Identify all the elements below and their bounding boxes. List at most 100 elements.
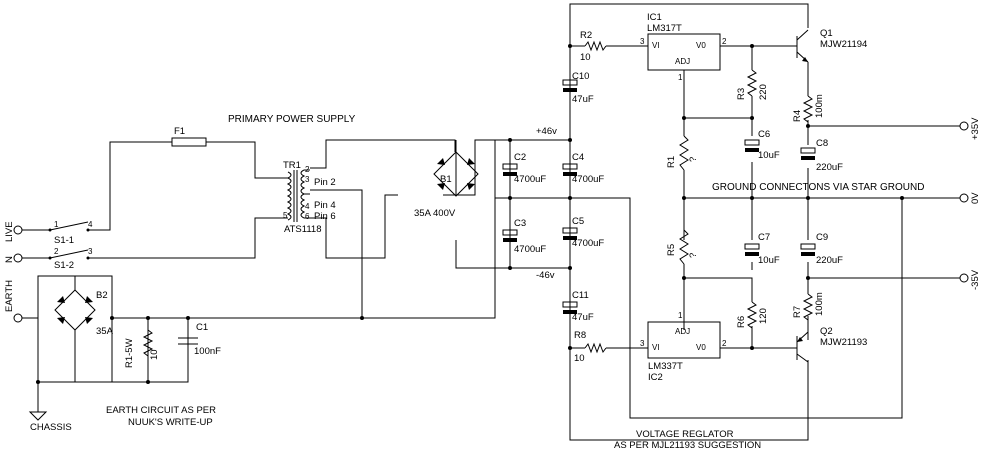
earth-label: EARTH <box>4 280 15 312</box>
b2-rating: 35A <box>96 326 114 337</box>
sw-n4: 4 <box>88 220 93 229</box>
transistor-q2 <box>790 331 809 440</box>
c2-value: 4700uF <box>514 174 546 185</box>
resistor-r8 <box>584 342 607 354</box>
resistor-r5 <box>679 229 689 265</box>
ic1-p1: 1 <box>678 73 683 82</box>
resistor-r6 <box>746 301 758 329</box>
c7-label: C7 <box>758 232 770 243</box>
c1-value: 100nF <box>194 346 221 357</box>
r3-value: 220 <box>758 84 769 100</box>
q2-label: Q2 <box>820 326 833 337</box>
sw-n3: 3 <box>88 247 93 256</box>
r5-value: ? <box>688 253 699 258</box>
capacitor-c4 <box>562 163 578 176</box>
resistor-r1-5w <box>142 329 154 357</box>
transistor-q1 <box>790 29 809 63</box>
c9-label: C9 <box>816 232 828 243</box>
bridge-b2 <box>54 276 96 382</box>
c4-label: C4 <box>572 152 584 163</box>
r8-label: R8 <box>574 330 586 341</box>
tr-pin2-label: Pin 2 <box>314 177 336 188</box>
r1-label: R1 <box>666 156 677 168</box>
earth-circuit-label-1: EARTH CIRCUIT AS PER <box>106 405 216 416</box>
ic2-adj: ADJ <box>675 327 690 336</box>
earth-circuit-label-2: NUUK'S WRITE-UP <box>128 417 213 428</box>
capacitor-c6 <box>744 139 760 152</box>
sw-n1: 1 <box>54 220 59 229</box>
voltage-reg-label-1: VOLTAGE REGLATOR <box>636 429 734 440</box>
r7-value: 100m <box>814 292 825 316</box>
tr-n6: 6 <box>305 212 310 221</box>
b1-rating: 35A 400V <box>414 208 456 219</box>
ic1-vo: V0 <box>696 41 706 50</box>
c6-label: C6 <box>758 129 770 140</box>
r4-label: R4 <box>792 110 803 122</box>
c3-value: 4700uF <box>514 244 546 255</box>
ic1-part: LM317T <box>647 23 682 34</box>
r5-label: R5 <box>666 244 677 256</box>
c8-label: C8 <box>816 138 828 149</box>
fuse-f1 <box>171 137 207 147</box>
text-labels: PRIMARY POWER SUPPLY LIVE N EARTH CHASSI… <box>4 12 981 451</box>
ground-connections-label: GROUND CONNECTONS VIA STAR GROUND <box>712 182 924 193</box>
c2-label: C2 <box>514 152 526 163</box>
voltage-reg-label-2: AS PER MJL21193 SUGGESTION <box>614 440 761 451</box>
r1-5w-value: 10 <box>149 349 160 360</box>
transformer-tr1 <box>286 169 310 222</box>
ic1-p3: 3 <box>640 37 645 46</box>
tr-n3: 3 <box>305 175 310 184</box>
regulator-ic2 <box>647 321 721 359</box>
c11-value: 47uF <box>572 312 594 323</box>
ic2-p1: 1 <box>678 311 683 320</box>
q2-part: MJW21193 <box>820 337 867 348</box>
b2-label: B2 <box>96 290 108 301</box>
capacitor-c2 <box>502 163 518 176</box>
resistor-r4 <box>802 95 814 123</box>
b1-label: B1 <box>440 174 452 185</box>
terminals <box>13 121 969 421</box>
ic1-p2: 2 <box>722 37 727 46</box>
c6-value: 10uF <box>758 150 780 161</box>
neutral-label: N <box>4 256 15 263</box>
sw-n2: 2 <box>54 247 59 256</box>
c1-label: C1 <box>196 322 208 333</box>
tr1-label: TR1 <box>283 160 301 171</box>
switch-s1 <box>48 228 90 260</box>
capacitor-c9 <box>800 243 816 256</box>
tr-pin4-label: Pin 4 <box>314 200 336 211</box>
ic1-label: IC1 <box>647 12 662 23</box>
c10-value: 47uF <box>572 94 594 105</box>
ic2-label: IC2 <box>648 372 663 383</box>
capacitor-c11 <box>562 301 578 314</box>
tr-n4: 4 <box>305 202 310 211</box>
r7-label: R7 <box>792 306 803 318</box>
minus46-label: -46v <box>536 270 555 281</box>
capacitor-c10 <box>562 79 578 92</box>
r6-label: R6 <box>736 316 747 328</box>
c7-value: 10uF <box>758 255 780 266</box>
plus35-label: +35V <box>970 117 981 140</box>
c9-value: 220uF <box>816 255 843 266</box>
resistor-r7 <box>802 293 814 321</box>
zero-v-label: 0V <box>970 192 981 204</box>
r2-value: 10 <box>580 52 591 63</box>
ic2-vi: VI <box>652 343 660 352</box>
s1-1-label: S1-1 <box>54 235 74 246</box>
ic2-p2: 2 <box>722 339 727 348</box>
ic1-adj: ADJ <box>675 57 690 66</box>
resistor-r3 <box>746 69 758 97</box>
s1-2-label: S1-2 <box>54 260 74 271</box>
r2-label: R2 <box>580 30 592 41</box>
capacitor-c8 <box>800 147 816 160</box>
c4-value: 4700uF <box>572 174 604 185</box>
c3-label: C3 <box>514 218 526 229</box>
q1-label: Q1 <box>820 28 833 39</box>
tr-n2: 2 <box>305 165 310 174</box>
live-label: LIVE <box>4 221 15 242</box>
r3-label: R3 <box>736 88 747 100</box>
tr-n5: 5 <box>283 211 288 220</box>
ic2-p3: 3 <box>640 339 645 348</box>
r8-value: 10 <box>574 353 585 364</box>
